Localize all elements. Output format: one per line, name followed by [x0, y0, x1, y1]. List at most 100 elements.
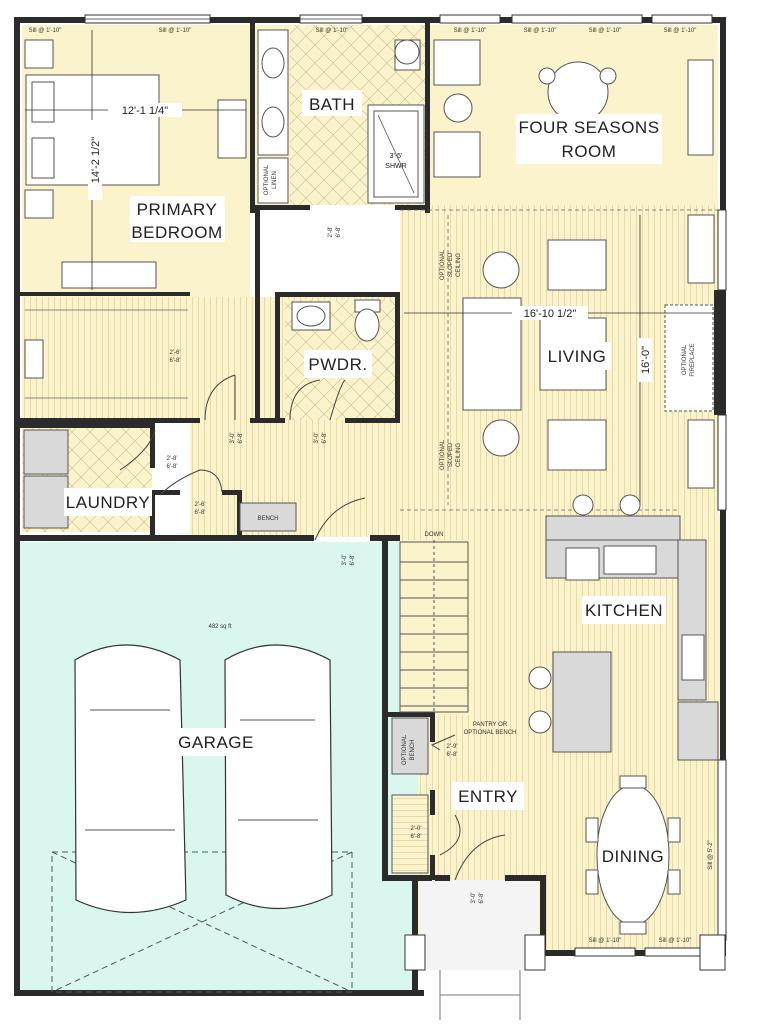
- door-size: 3'-0': [314, 433, 320, 444]
- table-icon: [547, 61, 609, 123]
- sill-note: Sill @ 1'-10": [316, 28, 349, 34]
- washer-icon: [23, 429, 69, 475]
- garage-contents: [51, 644, 726, 1020]
- dishwasher: [565, 547, 600, 581]
- windows: [84, 14, 727, 957]
- closet-floor: [22, 297, 192, 420]
- entry-closet: [391, 794, 429, 874]
- bench-icon: [61, 261, 157, 289]
- nightstand-icon: [24, 189, 54, 219]
- bench-icon: [687, 59, 714, 156]
- dryer-icon: [23, 475, 69, 529]
- sill-note: Sill @ 1'-10": [659, 938, 692, 944]
- door-size: 6'-8': [336, 227, 342, 238]
- door-size: 6'-8': [447, 752, 458, 758]
- door-size: 6'-8': [479, 893, 485, 904]
- room-label-dining: DINING: [602, 847, 665, 866]
- chair-icon: [433, 131, 481, 178]
- door-size: 6'-8': [350, 555, 356, 566]
- sink-icon: [261, 106, 285, 138]
- door-size: 3'-0': [471, 893, 477, 904]
- stool-icon: [528, 710, 552, 734]
- sill-note: Sill @ 1'-10": [589, 28, 622, 34]
- room-label-primary: PRIMARY: [137, 200, 218, 219]
- sill-note: Sill @ 1'-10": [454, 28, 487, 34]
- optional-bench-2: BENCH: [410, 739, 416, 760]
- sill-note: Sill @ 1'-10": [524, 28, 557, 34]
- chair-icon: [433, 39, 481, 86]
- sill-note: Sill @ 1'-10": [589, 938, 622, 944]
- sink-icon: [296, 305, 326, 327]
- fridge-icon: [677, 701, 719, 761]
- pantry-label-1: PANTRY OR: [473, 722, 508, 728]
- four-seasons-furniture: [433, 39, 714, 178]
- entry-fixtures: [391, 717, 429, 874]
- sloped-ceiling-6: CEILING: [456, 443, 462, 467]
- door-size: 6'-8': [195, 510, 206, 516]
- dim-living-length: 16'-0": [640, 346, 652, 374]
- sloped-ceiling-3: CEILING: [456, 253, 462, 277]
- sill-note-dining: Sill @ 5'-2": [708, 840, 714, 869]
- room-label-four-seasons: FOUR SEASONS: [518, 118, 659, 137]
- room-label-bath: BATH: [309, 95, 355, 114]
- bench-label: BENCH: [257, 516, 278, 522]
- sloped-ceiling-5: SLOPED: [448, 442, 454, 467]
- room-label-laundry: LAUNDRY: [66, 493, 150, 512]
- room-label-garage: GARAGE: [178, 733, 254, 752]
- sink-icon: [603, 545, 657, 575]
- door-size: 6'-8': [167, 464, 178, 470]
- laundry-fixtures: [23, 429, 297, 532]
- stairs-down-label: DOWN: [425, 532, 444, 538]
- range-icon: [681, 634, 705, 681]
- bench: [239, 502, 297, 532]
- door-size: 2'-9': [447, 744, 458, 750]
- peninsula: [545, 515, 681, 541]
- notes: 3'-5' SHWR OPTIONAL LINEN OPTIONAL SLOPE…: [29, 28, 714, 944]
- fireplace-label-2: FIREPLACE: [690, 343, 696, 376]
- powder-fixtures: [291, 299, 381, 342]
- door-size: 2'-8': [328, 227, 334, 238]
- door-size: 2'-0': [411, 826, 422, 832]
- living-furniture: [400, 209, 718, 511]
- car-icon: [224, 644, 333, 909]
- sloped-ceiling-1: OPTIONAL: [440, 249, 446, 280]
- room-labels: PRIMARY BEDROOM BATH FOUR SEASONS ROOM L…: [64, 90, 668, 870]
- dresser-icon: [217, 99, 247, 159]
- linen-label-1: OPTIONAL: [264, 164, 270, 195]
- room-label-kitchen: KITCHEN: [585, 601, 663, 620]
- sill-note: Sill @ 1'-10": [159, 28, 192, 34]
- sill-note: Sill @ 1'-10": [664, 28, 697, 34]
- stairs: [399, 540, 469, 713]
- shower-size: 3'-5': [390, 153, 403, 160]
- dim-bed-length: 14'-2 1/2": [90, 137, 102, 183]
- doors: [119, 374, 506, 881]
- linen-closet: [257, 157, 289, 204]
- armchair-icon: [547, 239, 607, 291]
- sofa-icon: [462, 297, 522, 411]
- door-size: 3'-0': [342, 555, 348, 566]
- door-size: 6'-8': [238, 433, 244, 444]
- dim-bed-width: 12'-1 1/4": [122, 105, 168, 117]
- sloped-ceiling-4: OPTIONAL: [440, 439, 446, 470]
- stool-icon: [528, 666, 552, 690]
- door-size: 2'-8': [167, 456, 178, 462]
- door-size: 3'-0': [230, 433, 236, 444]
- room-label-bedroom: BEDROOM: [131, 223, 222, 242]
- dimension-labels: 12'-1 1/4" 14'-2 1/2" 16'-10 1/2" 16'-0": [88, 103, 652, 382]
- garage-area: 482 sq ft: [208, 624, 231, 630]
- door-size: 2'-6': [170, 350, 181, 356]
- optional-bench: [391, 717, 429, 775]
- armchair-icon: [547, 419, 607, 471]
- island-icon: [552, 651, 612, 753]
- door-size: 2'-6': [195, 502, 206, 508]
- sill-note: Sill @ 1'-10": [29, 28, 62, 34]
- linen-label-2: LINEN: [272, 171, 278, 189]
- optional-bench-1: OPTIONAL: [402, 734, 408, 765]
- kitchen-fixtures: [528, 494, 719, 761]
- sink-icon: [261, 47, 285, 79]
- fireplace-label-1: OPTIONAL: [682, 344, 688, 375]
- dim-living-width: 16'-10 1/2": [524, 308, 577, 320]
- door-size: 6'-8': [170, 358, 181, 364]
- bath-fixtures: [257, 29, 425, 204]
